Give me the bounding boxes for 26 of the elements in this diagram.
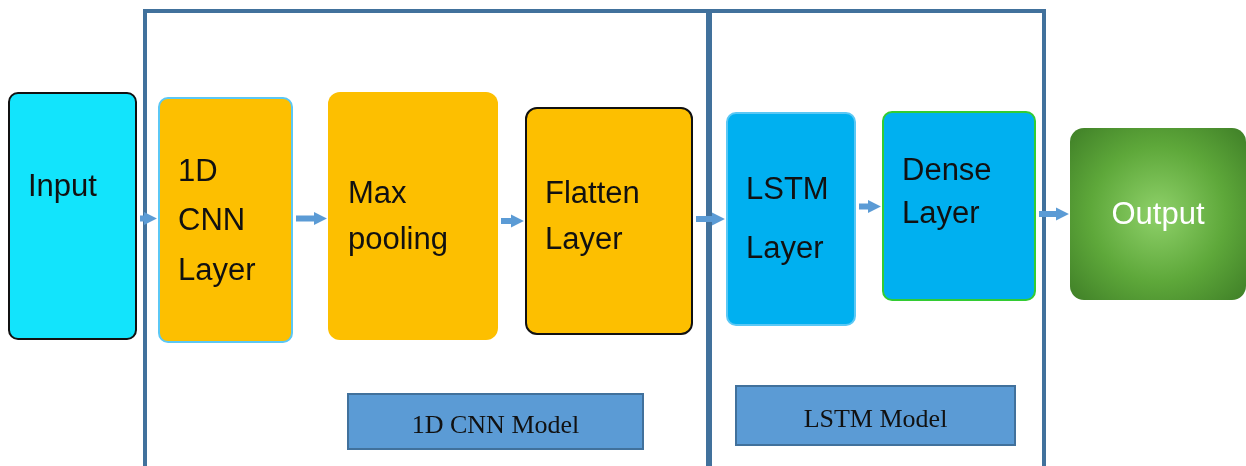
layer-box — [882, 111, 1036, 301]
model-title: 1D CNN Model — [411, 408, 580, 441]
node-label: Max pooling — [348, 173, 449, 258]
layer-box — [525, 107, 693, 335]
arrow — [296, 211, 327, 226]
arrow — [1039, 207, 1069, 221]
arrow — [501, 214, 524, 228]
node-label: 1D CNN Layer — [178, 151, 257, 289]
model-frame — [143, 9, 710, 466]
model-title: LSTM Model — [803, 402, 948, 435]
arrow — [696, 212, 725, 226]
layer-box — [158, 97, 293, 343]
model-frame — [708, 9, 1046, 466]
node-label: Dense Layer — [902, 150, 993, 232]
input-box — [8, 92, 137, 340]
arrow — [140, 211, 157, 226]
node-label: Output — [1111, 195, 1205, 234]
layer-box — [726, 112, 856, 326]
model-label — [735, 385, 1016, 446]
node-label: Input — [28, 167, 97, 206]
model-label — [347, 393, 644, 450]
node-label: Flatten Layer — [545, 173, 641, 258]
node-label: LSTM Layer — [746, 170, 830, 267]
arrow — [859, 199, 881, 214]
output-box — [1070, 128, 1246, 300]
layer-box — [328, 92, 498, 340]
